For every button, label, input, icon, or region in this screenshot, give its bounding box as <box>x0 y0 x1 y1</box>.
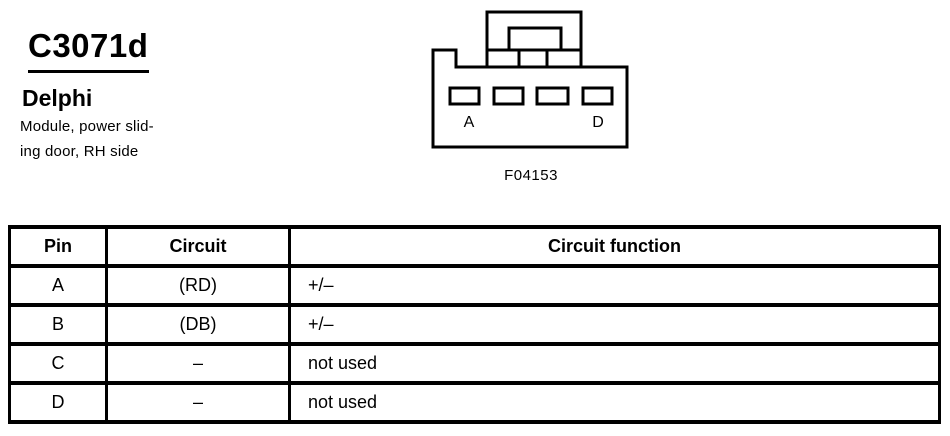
pin-slot-d <box>581 86 614 106</box>
connector-body <box>431 48 629 149</box>
table-row-pin-b: B (DB) +/– <box>8 303 941 346</box>
pin-slot-c <box>535 86 570 106</box>
table-row-pin-c: C – not used <box>8 342 941 385</box>
connector-description: Module, power slid- ing door, RH side <box>20 114 154 164</box>
function-cell: +/– <box>288 264 941 307</box>
pin-label-d: D <box>592 114 604 131</box>
figure-id-caption: F04153 <box>504 167 558 184</box>
function-cell: +/– <box>288 303 941 346</box>
pinout-table: Pin Circuit Circuit function A (RD) +/– … <box>8 225 941 424</box>
function-cell: not used <box>288 342 941 385</box>
circuit-cell: (RD) <box>105 264 291 307</box>
function-cell: not used <box>288 381 941 424</box>
description-line-1: Module, power slid- <box>20 118 154 135</box>
header-cell-pin: Pin <box>8 225 108 268</box>
table-header-row: Pin Circuit Circuit function <box>8 225 941 268</box>
table-row-pin-a: A (RD) +/– <box>8 264 941 307</box>
connector-id-title: C3071d <box>28 27 150 74</box>
circuit-cell: – <box>105 342 291 385</box>
connector-figure: A D <box>430 8 632 155</box>
pin-slot-a <box>448 86 481 106</box>
description-line-2: ing door, RH side <box>20 143 139 160</box>
circuit-cell: – <box>105 381 291 424</box>
header-cell-circuit: Circuit <box>105 225 291 268</box>
table-row-pin-d: D – not used <box>8 381 941 424</box>
circuit-cell: (DB) <box>105 303 291 346</box>
pin-slot-b <box>492 86 525 106</box>
manufacturer-name: Delphi <box>22 85 93 112</box>
pin-label-a: A <box>464 114 475 131</box>
connector-drawing: A D <box>431 10 629 149</box>
pin-cell: D <box>8 381 108 424</box>
pin-cell: B <box>8 303 108 346</box>
pin-cell: A <box>8 264 108 307</box>
header-cell-circuit-function: Circuit function <box>288 225 941 268</box>
latch-tab <box>507 26 563 52</box>
pin-cell: C <box>8 342 108 385</box>
